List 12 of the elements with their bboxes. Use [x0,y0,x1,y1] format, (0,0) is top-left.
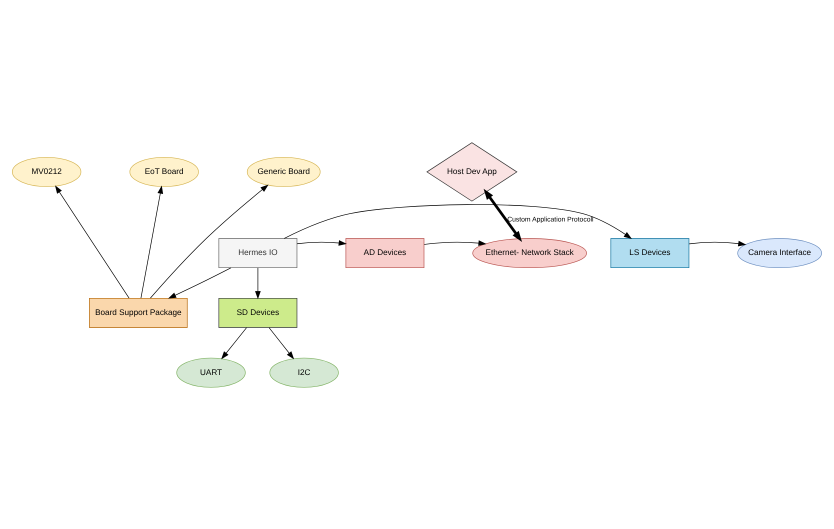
arrow [268,326,294,359]
arrow [168,266,232,298]
arrow [296,240,347,246]
arrow [140,185,164,298]
arrow [484,188,522,242]
arrow [150,184,269,298]
arrow [424,240,487,246]
arrow [55,184,130,298]
arrow [221,326,247,359]
arrow [688,240,746,246]
arrow [284,204,632,238]
arrow [255,267,261,299]
